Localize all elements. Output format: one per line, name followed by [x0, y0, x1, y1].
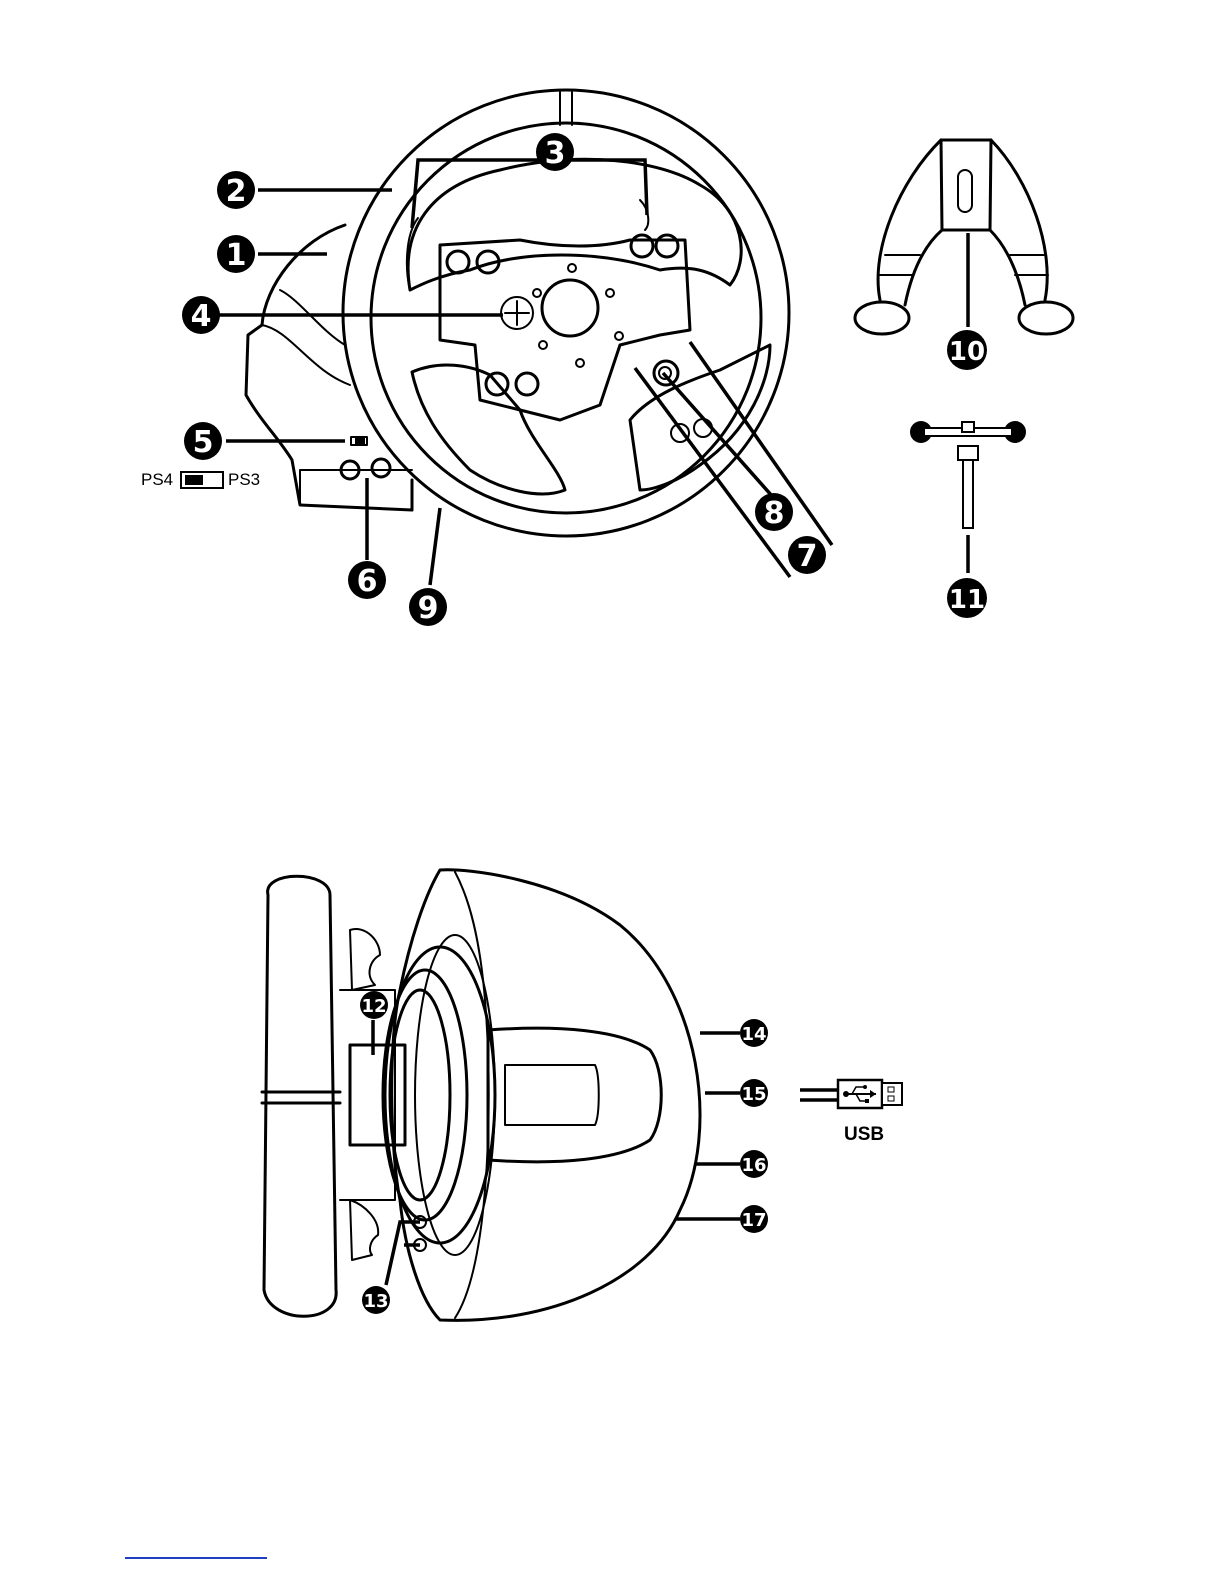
svg-text:6: 6 [357, 564, 378, 599]
side-leader-lines [373, 1020, 740, 1285]
svg-text:14: 14 [741, 1024, 766, 1045]
toggle-switch-icon [181, 472, 223, 488]
usb-plug-illustration: USB [800, 1080, 902, 1145]
callout-9: 9 [409, 588, 447, 626]
ps3-label: PS3 [228, 470, 260, 489]
svg-text:8: 8 [764, 496, 785, 531]
ps4-label: PS4 [141, 470, 173, 489]
callout-5: 5 [184, 422, 222, 460]
callout-13: 13 [362, 1286, 390, 1314]
callout-4: 4 [182, 296, 220, 334]
svg-text:2: 2 [226, 174, 247, 209]
svg-text:3: 3 [545, 136, 566, 171]
callout-16: 16 [740, 1150, 768, 1178]
svg-text:9: 9 [418, 591, 439, 626]
svg-text:4: 4 [191, 299, 212, 334]
front-leader-lines [218, 160, 968, 585]
side-callout-badges: 12 13 14 15 16 17 [360, 991, 768, 1314]
svg-text:13: 13 [363, 1291, 388, 1312]
mode-switch-legend: PS4 PS3 [141, 470, 260, 489]
callout-10: 10 [947, 330, 987, 370]
svg-text:1: 1 [226, 238, 247, 273]
svg-text:17: 17 [741, 1210, 766, 1231]
front-view-illustration [246, 90, 789, 536]
clamp-screw-illustration [910, 421, 1026, 528]
svg-text:15: 15 [741, 1084, 766, 1105]
front-callout-badges: 1 2 3 4 5 6 7 8 [182, 133, 987, 626]
side-view-illustration [262, 870, 700, 1321]
callout-15: 15 [740, 1079, 768, 1107]
footer-rule [125, 1557, 267, 1559]
callout-12: 12 [360, 991, 388, 1019]
callout-11: 11 [947, 578, 987, 618]
callout-1: 1 [217, 235, 255, 273]
callout-17: 17 [740, 1205, 768, 1233]
usb-label: USB [844, 1124, 884, 1145]
callout-7: 7 [788, 536, 826, 574]
callout-2: 2 [217, 171, 255, 209]
svg-text:10: 10 [949, 337, 985, 367]
callout-8: 8 [755, 493, 793, 531]
callout-6: 6 [348, 561, 386, 599]
svg-text:12: 12 [361, 996, 386, 1017]
svg-text:5: 5 [193, 425, 214, 460]
callout-3: 3 [536, 133, 574, 171]
svg-text:7: 7 [797, 539, 818, 574]
table-clamp-illustration [855, 140, 1073, 334]
svg-text:11: 11 [949, 585, 985, 615]
callout-14: 14 [740, 1019, 768, 1047]
svg-text:16: 16 [741, 1155, 766, 1176]
